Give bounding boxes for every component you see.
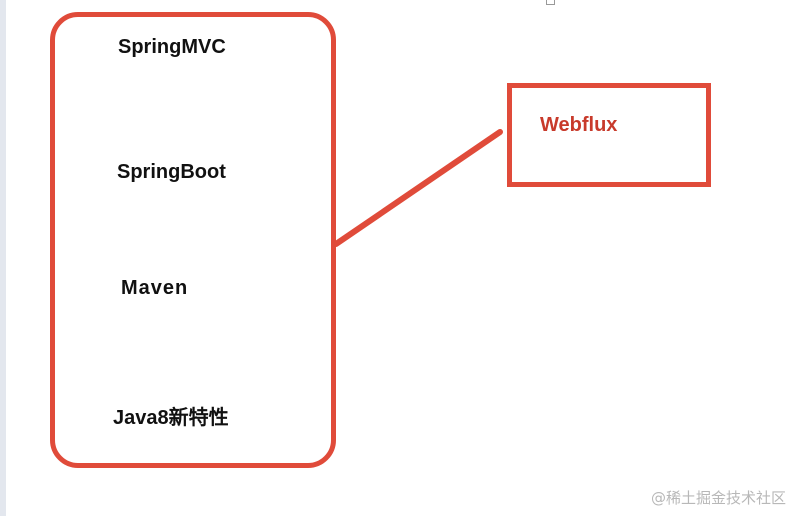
text-cursor-mark: [546, 0, 555, 5]
stack-item-maven: Maven: [121, 277, 189, 299]
stack-item-springmvc: SpringMVC: [118, 36, 226, 58]
stack-item-springboot: SpringBoot: [117, 161, 226, 183]
left-edge-strip: [0, 0, 6, 516]
webflux-label: Webflux: [540, 114, 618, 136]
knowledge-stack-box: [50, 12, 336, 468]
watermark-text: @稀土掘金技术社区: [650, 489, 786, 507]
webflux-box: [507, 83, 711, 187]
stack-item-java8: Java8新特性: [113, 407, 229, 429]
